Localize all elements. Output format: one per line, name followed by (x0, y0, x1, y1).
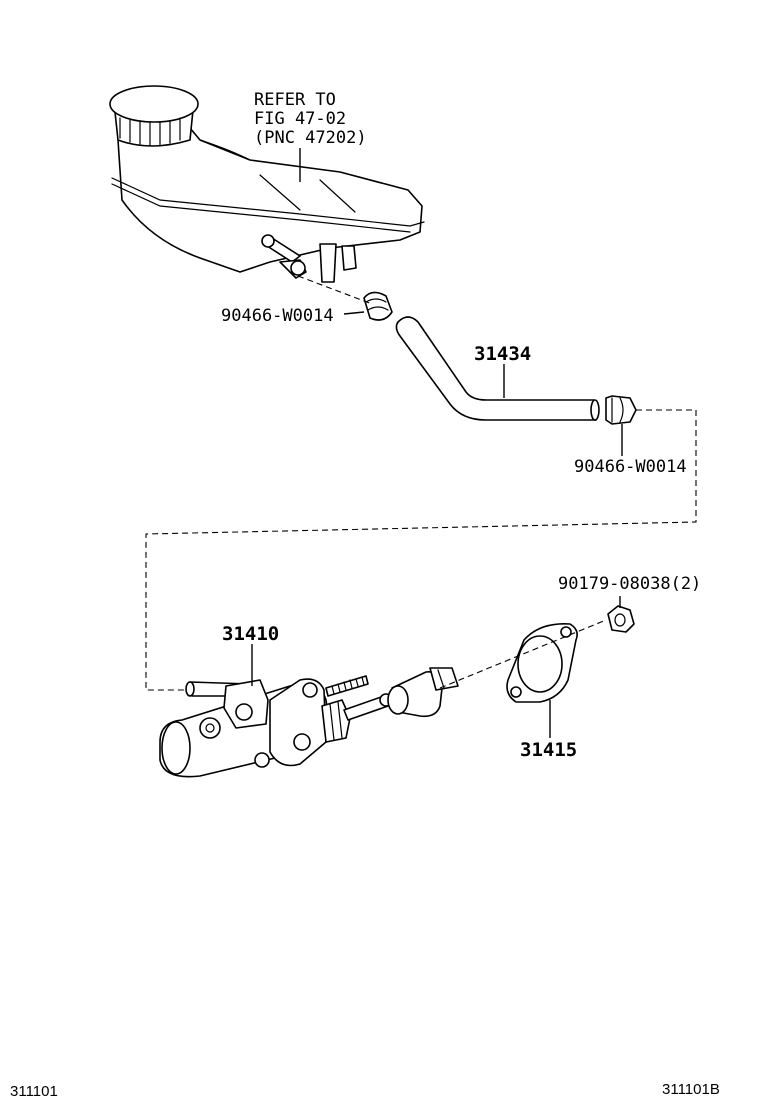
footer-figure-code: 311101 (10, 1083, 58, 1100)
callout-nut: 90179-08038(2) (558, 574, 701, 594)
clutch-master-cylinder (159, 667, 459, 778)
reservoir-tank (109, 85, 425, 283)
footer-illustration-code: 311101B (662, 1081, 720, 1098)
refer-note-line-3: (PNC 47202) (254, 128, 367, 148)
refer-note-line-2: FIG 47-02 (254, 109, 346, 129)
master-cylinder-gasket (506, 623, 578, 703)
callout-master-cylinder: 31410 (222, 623, 279, 645)
callout-gasket: 31415 (520, 739, 577, 761)
callout-clip-upper: 90466-W0014 (221, 306, 334, 326)
callout-hose: 31434 (474, 343, 531, 365)
reservoir-hose (395, 316, 600, 421)
hose-clip-upper (363, 291, 393, 321)
callout-clip-lower: 90466-W0014 (574, 457, 687, 477)
refer-note-line-1: REFER TO (254, 90, 336, 110)
mounting-nut (607, 605, 635, 633)
routing-lines (145, 275, 697, 691)
hose-clip-lower (605, 395, 637, 425)
leader-lines (251, 148, 623, 738)
